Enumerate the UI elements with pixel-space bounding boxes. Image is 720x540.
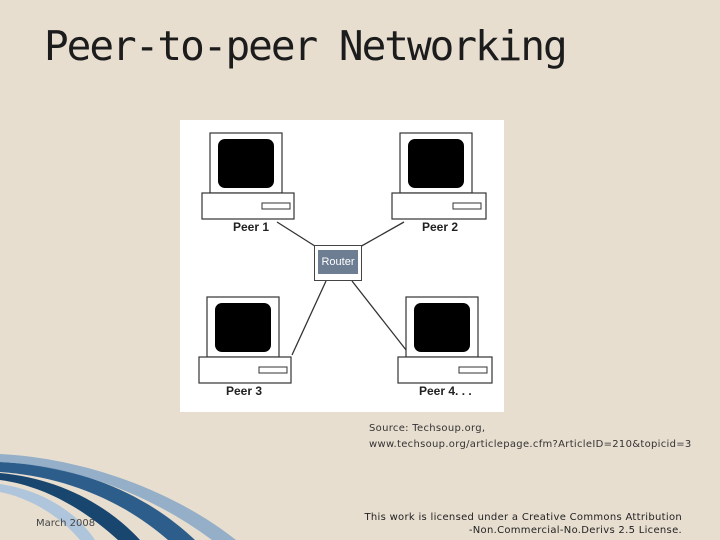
router-box: Router [314, 245, 362, 281]
peer-3-label: Peer 3 [226, 384, 263, 398]
link-peer4-router [351, 280, 411, 356]
license-line-1: This work is licensed under a Creative C… [364, 512, 682, 523]
router-label: Router [318, 250, 358, 274]
peer-2-label: Peer 2 [422, 220, 459, 234]
decorative-swoosh [0, 454, 236, 540]
network-diagram: Peer 1 Peer 2 Peer 3 Peer 4. . . Router [180, 120, 504, 412]
source-line-1: Source: Techsoup.org, [369, 423, 486, 434]
source-line-2: www.techsoup.org/articlepage.cfm?Article… [369, 439, 692, 450]
license-line-2: -Non.Commercial-No.Derivs 2.5 License. [468, 525, 682, 536]
footer-date: March 2008 [36, 518, 96, 529]
link-peer3-router [291, 280, 327, 356]
computer-icon [198, 296, 292, 384]
peer-1-label: Peer 1 [233, 220, 270, 234]
computer-icon [397, 296, 493, 384]
source-citation: Source: Techsoup.org, www.techsoup.org/a… [369, 421, 692, 453]
computer-icon [201, 132, 295, 220]
peer-4-label: Peer 4. . . [419, 384, 472, 398]
link-peer1-router [276, 221, 319, 249]
license-notice: This work is licensed under a Creative C… [364, 511, 682, 537]
computer-icon [391, 132, 487, 220]
diagram-graphics [198, 132, 493, 384]
page-title: Peer-to-peer Networking [44, 22, 568, 70]
link-peer2-router [357, 221, 405, 249]
